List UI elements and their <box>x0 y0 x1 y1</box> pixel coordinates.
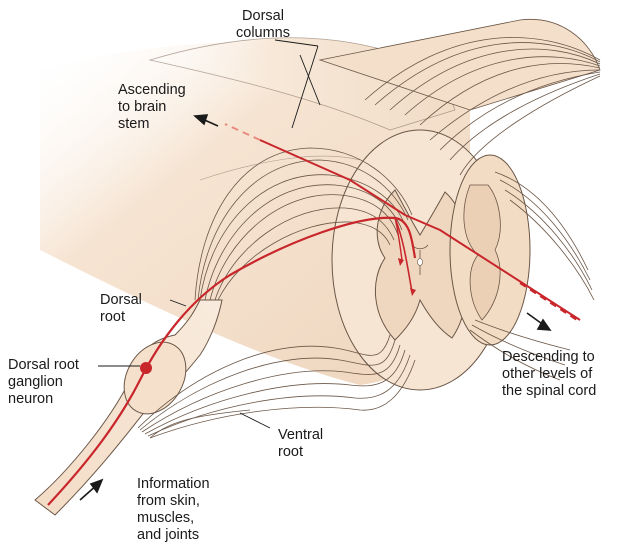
label-dorsal-root: Dorsal root <box>100 292 142 326</box>
label-descending: Descending to other levels of the spinal… <box>502 349 596 400</box>
label-information: Information from skin, muscles, and join… <box>137 476 210 544</box>
label-ascending: Ascending to brain stem <box>118 82 186 133</box>
label-dorsal-root-ganglion: Dorsal root ganglion neuron <box>8 357 79 408</box>
label-dorsal-columns: Dorsal columns <box>236 8 290 42</box>
descending-arrow <box>527 313 550 330</box>
ganglion-cell-body <box>140 362 152 374</box>
label-ventral-root: Ventral root <box>278 427 323 461</box>
